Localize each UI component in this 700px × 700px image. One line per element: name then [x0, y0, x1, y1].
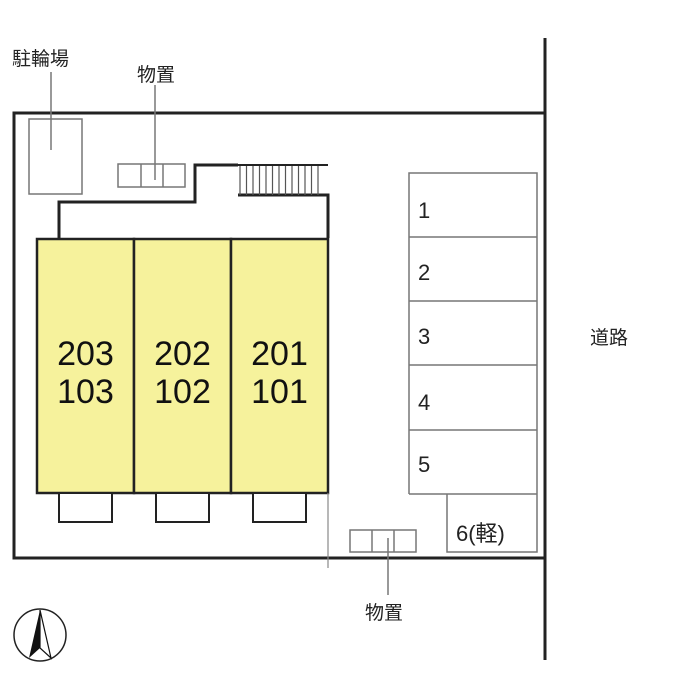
- storage-bottom-label: 物置: [365, 602, 404, 624]
- unit-upper: 201: [251, 335, 308, 373]
- unit-lower: 102: [154, 373, 211, 411]
- lot-boundary: [12, 111, 545, 560]
- storage-bottom: [349, 529, 417, 595]
- units: [35, 237, 330, 495]
- road-label: 道路: [590, 327, 629, 349]
- parking-area: [408, 172, 538, 553]
- parking-space-2: 2: [418, 260, 431, 285]
- parking-space-6-kei: 6(軽): [456, 521, 505, 546]
- bicycle-parking-label: 駐輪場: [12, 48, 70, 70]
- north-arrow-icon: [13, 608, 67, 662]
- parking-space-1: 1: [418, 198, 431, 223]
- unit-lower: 101: [251, 373, 308, 411]
- parking-space-3: 3: [418, 324, 431, 349]
- bicycle-parking-area: [28, 72, 83, 195]
- storage-top: [117, 85, 186, 188]
- unit-lower: 103: [57, 373, 114, 411]
- balconies: [58, 492, 307, 523]
- building-outline: [57, 163, 330, 238]
- storage-top-label: 物置: [137, 64, 176, 86]
- unit-upper: 203: [57, 335, 114, 373]
- stair-steps: [239, 166, 319, 195]
- parking-space-5: 5: [418, 452, 431, 477]
- parking-space-4: 4: [418, 390, 431, 415]
- unit-upper: 202: [154, 335, 211, 373]
